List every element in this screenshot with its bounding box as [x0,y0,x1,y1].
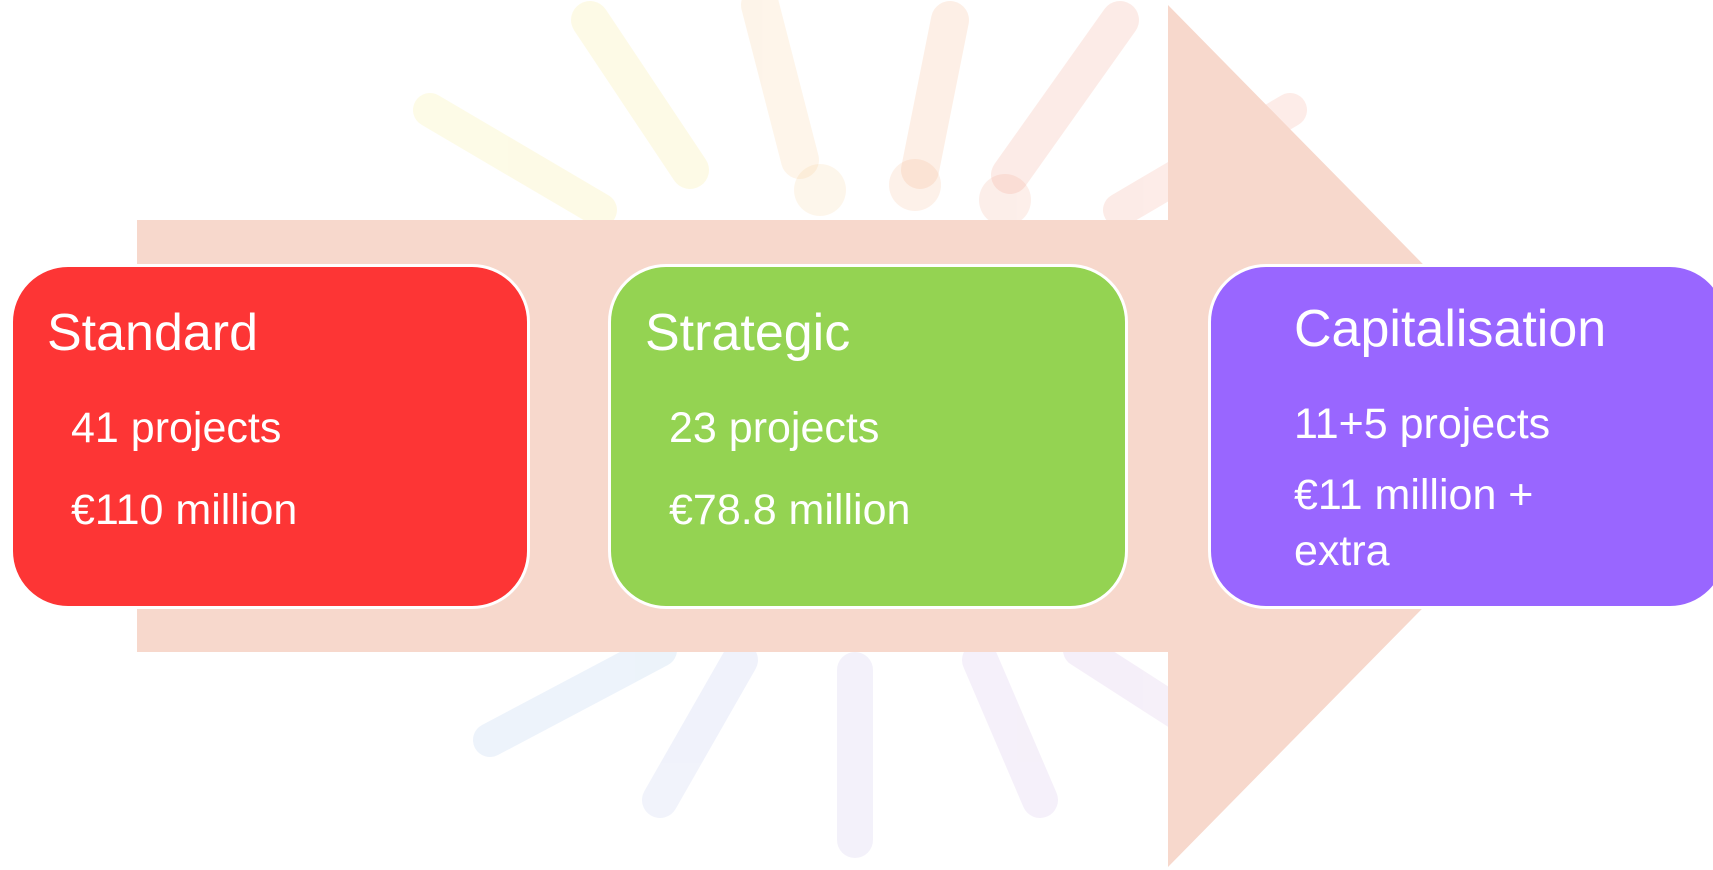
strategic-budget: €78.8 million [669,486,911,534]
capitalisation-projects: 11+5 projects [1294,400,1551,448]
standard-title: Standard [47,304,259,362]
capitalisation-title: Capitalisation [1294,300,1607,358]
box-standard: Standard 41 projects €110 million [10,264,530,609]
capitalisation-budget: €11 million + extra [1294,471,1534,575]
box-strategic: Strategic 23 projects €78.8 million [608,264,1128,609]
strategic-projects: 23 projects [669,404,880,452]
strategic-title: Strategic [645,304,851,362]
standard-projects: 41 projects [71,404,282,452]
standard-budget: €110 million [71,486,298,534]
box-capitalisation: Capitalisation 11+5 projects €11 million… [1208,264,1713,609]
